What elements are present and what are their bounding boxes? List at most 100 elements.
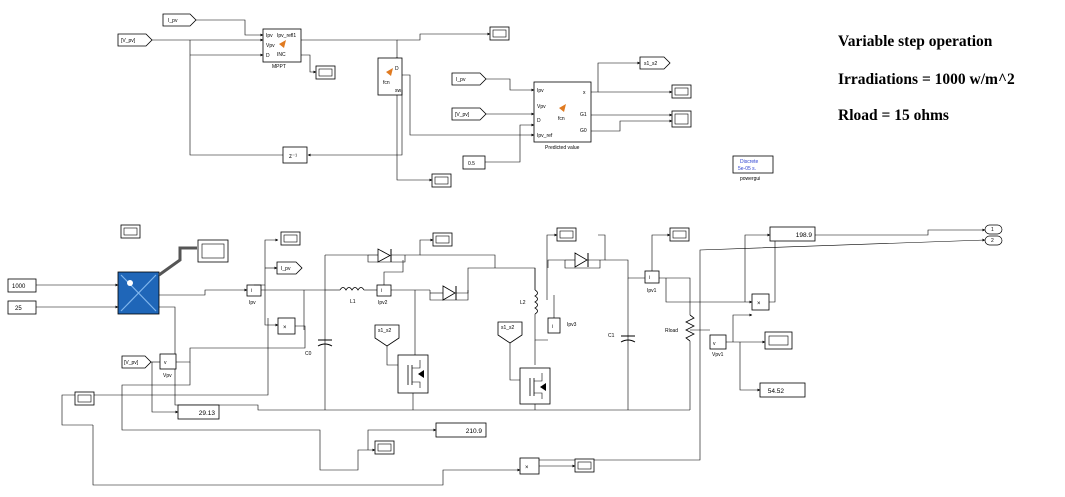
display-output-power[interactable]: 198.9 (769, 226, 816, 242)
scope-predicted-2[interactable] (671, 110, 692, 128)
svg-text:v: v (164, 360, 167, 366)
current-sensor-ipv1[interactable]: i Ipv1 (644, 270, 660, 294)
svg-text:i: i (251, 288, 252, 294)
resistor-rload[interactable]: Rload (665, 314, 695, 342)
scope-efficiency[interactable] (574, 458, 595, 473)
svg-text:Ipv_ref: Ipv_ref (537, 133, 553, 139)
svg-text:x: x (583, 90, 586, 96)
svg-text:54.52: 54.52 (768, 388, 785, 395)
voltage-sensor-vpv1[interactable]: v Vpv1 (709, 334, 727, 358)
inductor-l2[interactable]: L2 (520, 289, 538, 315)
capacitor-c0[interactable]: C0 (305, 339, 333, 357)
goto-tag-vpv[interactable]: [V_pv] (121, 355, 152, 369)
powergui-block[interactable]: Discrete 5e-05 s. powergui (732, 155, 774, 182)
predicted-value-block[interactable]: Ipv Vpv D Ipv_ref x G1 G0 fcn Predicted … (533, 81, 592, 151)
svg-text:Ipv: Ipv (249, 300, 256, 306)
svg-text:G1: G1 (580, 112, 587, 118)
display-vpv[interactable]: 29.13 (177, 404, 220, 420)
current-sensor-ipv3[interactable]: i Ipv3 (547, 317, 577, 334)
svg-text:G0: G0 (580, 128, 587, 134)
from-tag-ipv-mid[interactable]: I_pv (451, 72, 487, 86)
mppt-block[interactable]: Ipv Vpv D Ipv_refl1 INC MPPT (262, 28, 302, 70)
matlab-icon-predicted (559, 104, 566, 112)
svg-text:i: i (552, 324, 553, 330)
scope-mppt[interactable] (315, 65, 336, 80)
svg-text:198.9: 198.9 (796, 232, 813, 239)
display-input-power[interactable]: 210.9 (435, 422, 487, 438)
constant-0-5[interactable]: 0.5 (462, 155, 486, 170)
display-vpv1[interactable]: 54.52 (759, 382, 806, 398)
mosfet-2[interactable] (519, 367, 551, 405)
pv-array-block[interactable] (117, 271, 160, 315)
svg-text:s1_s2: s1_s2 (644, 61, 658, 67)
svg-text:D: D (395, 66, 399, 72)
svg-text:[V_pv]: [V_pv] (455, 112, 470, 118)
diode-3[interactable] (574, 252, 589, 268)
svg-text:I_pv: I_pv (456, 77, 466, 83)
svg-text:Vpv: Vpv (163, 373, 172, 379)
svg-text:sw: sw (395, 88, 402, 94)
goto-tag-s1s2[interactable]: s1_s2 (639, 56, 671, 70)
inductor-l1[interactable]: L1 (339, 287, 365, 306)
diode-1[interactable] (377, 248, 392, 263)
matlab-icon-small (386, 68, 393, 76)
svg-text:MPPT: MPPT (272, 64, 286, 70)
svg-text:Discrete: Discrete (740, 159, 759, 165)
scope-bottom-left-top[interactable] (120, 224, 141, 239)
svg-text:1000: 1000 (12, 284, 26, 290)
svg-text:210.9: 210.9 (466, 428, 483, 435)
svg-text:5e-05 s.: 5e-05 s. (738, 166, 756, 172)
scope-input-power[interactable] (374, 440, 395, 455)
diode-2[interactable] (442, 285, 457, 301)
svg-text:D: D (537, 118, 541, 124)
svg-text:C0: C0 (305, 351, 312, 357)
scope-predicted-1[interactable] (671, 84, 692, 99)
svg-text:fcn: fcn (558, 116, 565, 122)
outport-1[interactable]: 1 (984, 224, 1003, 235)
scope-top-1[interactable] (489, 26, 510, 41)
svg-text:v: v (713, 341, 716, 347)
scope-top-2[interactable] (431, 173, 452, 188)
from-tag-s1s2-a[interactable]: s1_s2 (374, 324, 400, 347)
svg-text:[V_pv]: [V_pv] (121, 38, 136, 44)
svg-text:2: 2 (991, 238, 994, 244)
svg-text:0.5: 0.5 (468, 161, 475, 167)
sun-icon (127, 280, 133, 286)
svg-text:s1_s2: s1_s2 (501, 325, 515, 331)
fcn-block-small[interactable]: D sw fcn (377, 57, 403, 96)
scope-vpv1[interactable] (764, 331, 793, 350)
scope-ipv1[interactable] (669, 227, 690, 242)
svg-text:INC: INC (277, 52, 286, 58)
svg-text:s1_s2: s1_s2 (378, 328, 392, 334)
from-tag-s1s2-b[interactable]: s1_s2 (497, 321, 523, 344)
annotation-variable-step: Variable step operation (838, 33, 993, 50)
svg-text:Vpv1: Vpv1 (712, 352, 724, 358)
scope-vpv[interactable] (74, 391, 95, 406)
scope-ipv3[interactable] (556, 227, 577, 242)
current-sensor-ipv2[interactable]: i Ipv2 (376, 284, 392, 306)
current-sensor-ipv[interactable]: i Ipv (246, 284, 262, 306)
unit-delay-block[interactable]: z⁻¹ (282, 146, 308, 164)
capacitor-c1[interactable]: C1 (608, 333, 636, 343)
product-block-pv[interactable]: × (277, 317, 296, 335)
voltage-sensor-vpv[interactable]: v Vpv (159, 353, 177, 379)
irradiance-constant[interactable]: 1000 (7, 278, 37, 293)
from-tag-vpv-mid[interactable]: [V_pv] (451, 107, 487, 121)
svg-text:L1: L1 (350, 299, 356, 305)
product-block-output[interactable]: × (751, 293, 770, 311)
goto-tag-ipv[interactable]: I_pv (276, 261, 303, 275)
mosfet-1[interactable] (397, 354, 429, 394)
temperature-constant[interactable]: 25 (7, 300, 37, 315)
scope-diode-1[interactable] (432, 232, 453, 247)
scope-pv-array[interactable] (197, 239, 229, 263)
matlab-icon (279, 40, 286, 48)
product-block-efficiency[interactable]: × (519, 457, 540, 475)
from-tag-vpv-top[interactable]: [V_pv] (117, 33, 153, 47)
outport-2[interactable]: 2 (984, 235, 1003, 246)
scope-ipv[interactable] (280, 231, 301, 246)
svg-text:×: × (283, 325, 287, 331)
svg-text:1: 1 (991, 227, 994, 233)
from-tag-ipv-top[interactable]: I_pv (162, 13, 197, 27)
svg-text:Ipv: Ipv (266, 33, 273, 39)
